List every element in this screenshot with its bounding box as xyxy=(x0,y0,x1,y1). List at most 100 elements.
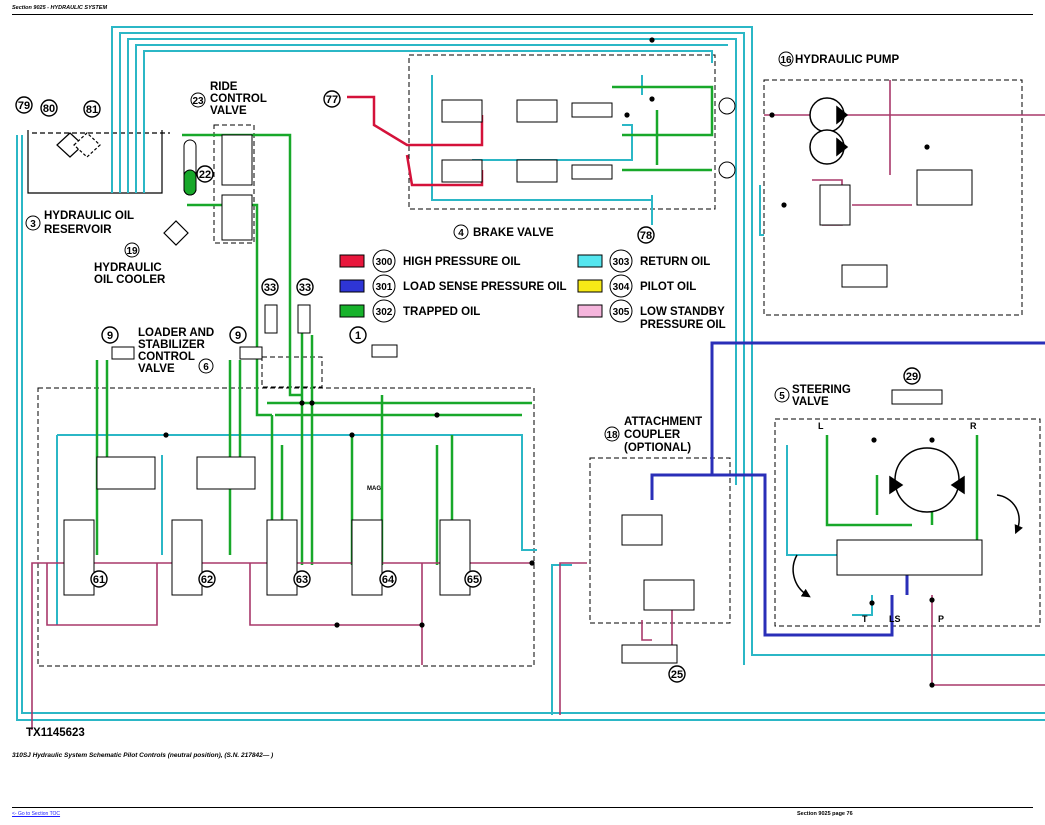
svg-text:29: 29 xyxy=(906,371,918,383)
legend-swatch-304 xyxy=(577,279,603,293)
callout-61: 61 xyxy=(90,570,108,588)
reservoir xyxy=(27,130,170,194)
callout-25: 25 xyxy=(668,665,686,683)
svg-text:HYDRAULIC: HYDRAULIC xyxy=(94,262,162,274)
loader-label: 6 LOADER AND STABILIZER CONTROL VALVE xyxy=(138,327,214,375)
svg-text:VALVE: VALVE xyxy=(210,105,247,117)
callout-64: 64 xyxy=(379,570,397,588)
svg-text:ATTACHMENT: ATTACHMENT xyxy=(624,416,702,428)
svg-text:62: 62 xyxy=(201,574,213,586)
svg-text:305: 305 xyxy=(613,307,630,318)
legend-swatch-305 xyxy=(577,304,603,318)
svg-text:5: 5 xyxy=(779,391,785,402)
svg-text:HIGH PRESSURE OIL: HIGH PRESSURE OIL xyxy=(403,256,521,268)
svg-text:HYDRAULIC PUMP: HYDRAULIC PUMP xyxy=(795,54,899,66)
ride-control-label: 23 RIDE CONTROL VALVE xyxy=(190,81,267,117)
svg-text:VALVE: VALVE xyxy=(792,396,829,408)
svg-text:TRAPPED OIL: TRAPPED OIL xyxy=(403,306,480,318)
legend-item-301: 301 LOAD SENSE PRESSURE OIL xyxy=(339,274,567,298)
svg-text:302: 302 xyxy=(376,307,393,318)
pump-box xyxy=(763,79,1023,316)
callout-80: 80 xyxy=(40,99,58,117)
legend-item-300: 300 HIGH PRESSURE OIL xyxy=(339,249,521,273)
valve-blocks xyxy=(111,99,983,664)
svg-text:16: 16 xyxy=(780,55,792,66)
legend-swatch-302 xyxy=(339,304,365,318)
svg-text:78: 78 xyxy=(640,230,652,242)
legend-swatch-300 xyxy=(339,254,365,268)
load-sense-lines xyxy=(650,341,1045,637)
callout-81: 81 xyxy=(83,100,101,118)
section-toc-link[interactable]: <- Go to Section TOC xyxy=(12,811,61,817)
steering-valve-box xyxy=(774,418,1041,627)
svg-text:LOAD SENSE PRESSURE OIL: LOAD SENSE PRESSURE OIL xyxy=(403,281,567,293)
pump-label: 16 HYDRAULIC PUMP xyxy=(778,51,899,67)
callout-63: 63 xyxy=(293,570,311,588)
ride-control-box xyxy=(213,124,255,244)
steering-motor xyxy=(792,447,1023,598)
svg-text:1: 1 xyxy=(355,330,361,342)
svg-text:19: 19 xyxy=(126,246,138,257)
svg-text:33: 33 xyxy=(264,282,276,294)
svg-text:LS: LS xyxy=(889,614,901,624)
footer-rule xyxy=(12,807,1033,808)
svg-text:(OPTIONAL): (OPTIONAL) xyxy=(624,442,691,454)
steering-label: 5 STEERING VALVE L R T LS P xyxy=(774,384,977,624)
callout-77: 77 xyxy=(323,90,341,108)
svg-text:80: 80 xyxy=(43,103,55,115)
brake-label: 4 BRAKE VALVE xyxy=(453,224,554,240)
svg-text:OIL COOLER: OIL COOLER xyxy=(94,274,166,286)
svg-text:CONTROL: CONTROL xyxy=(138,351,195,363)
svg-text:VALVE: VALVE xyxy=(138,363,175,375)
hydraulic-schematic: 79 80 81 22 77 78 33 33 9 9 1 61 62 63 6… xyxy=(12,15,1045,743)
svg-text:CONTROL: CONTROL xyxy=(210,93,267,105)
callout-22: 22 xyxy=(196,165,214,183)
legend-item-302: 302 TRAPPED OIL xyxy=(339,299,480,323)
svg-text:L: L xyxy=(818,421,824,431)
schematic-svg: 79 80 81 22 77 78 33 33 9 9 1 61 62 63 6… xyxy=(15,26,1045,739)
svg-text:61: 61 xyxy=(93,574,105,586)
junction-dots xyxy=(163,37,935,688)
callout-9a: 9 xyxy=(101,326,119,344)
coupler-label: 18 ATTACHMENT COUPLER (OPTIONAL) xyxy=(604,416,702,454)
accumulator xyxy=(183,139,197,196)
reservoir-label: 3 HYDRAULIC OIL RESERVOIR xyxy=(25,210,134,236)
cooler-label: 19 HYDRAULIC OIL COOLER xyxy=(94,242,166,286)
brake-valve-box xyxy=(408,54,716,210)
callout-62: 62 xyxy=(198,570,216,588)
page-number: Section 9025 page 76 xyxy=(797,811,853,817)
svg-text:R: R xyxy=(970,421,977,431)
callout-29: 29 xyxy=(903,367,921,385)
callout-33a: 33 xyxy=(261,278,279,296)
svg-text:64: 64 xyxy=(382,574,395,586)
svg-text:9: 9 xyxy=(107,330,113,342)
component-labels: 16 HYDRAULIC PUMP 3 HYDRAULIC OIL RESERV… xyxy=(25,51,977,624)
svg-text:9: 9 xyxy=(235,330,241,342)
svg-text:RETURN OIL: RETURN OIL xyxy=(640,256,710,268)
legend-swatch-301 xyxy=(339,279,365,293)
figure-caption: 310SJ Hydraulic System Schematic Pilot C… xyxy=(12,752,274,759)
svg-text:300: 300 xyxy=(376,257,393,268)
spool-valves xyxy=(63,456,471,596)
callout-79: 79 xyxy=(15,96,33,114)
svg-text:33: 33 xyxy=(299,282,311,294)
svg-text:STEERING: STEERING xyxy=(792,384,851,396)
svg-text:LOW STANDBY: LOW STANDBY xyxy=(640,306,725,318)
svg-text:301: 301 xyxy=(376,282,393,293)
svg-text:65: 65 xyxy=(467,574,479,586)
svg-text:81: 81 xyxy=(86,104,98,116)
svg-text:18: 18 xyxy=(606,430,618,441)
svg-text:LOADER AND: LOADER AND xyxy=(138,327,214,339)
callout-33b: 33 xyxy=(296,278,314,296)
svg-text:4: 4 xyxy=(458,228,464,239)
svg-text:RESERVOIR: RESERVOIR xyxy=(44,224,112,236)
legend-item-305: 305 LOW STANDBY PRESSURE OIL xyxy=(577,299,726,331)
legend: 300 HIGH PRESSURE OIL 301 LOAD SENSE PRE… xyxy=(339,249,726,331)
callout-78: 78 xyxy=(637,226,655,244)
svg-text:25: 25 xyxy=(671,669,683,681)
svg-text:63: 63 xyxy=(296,574,308,586)
svg-text:6: 6 xyxy=(203,362,209,373)
svg-text:RIDE: RIDE xyxy=(210,81,238,93)
callout-65: 65 xyxy=(464,570,482,588)
callout-9b: 9 xyxy=(229,326,247,344)
